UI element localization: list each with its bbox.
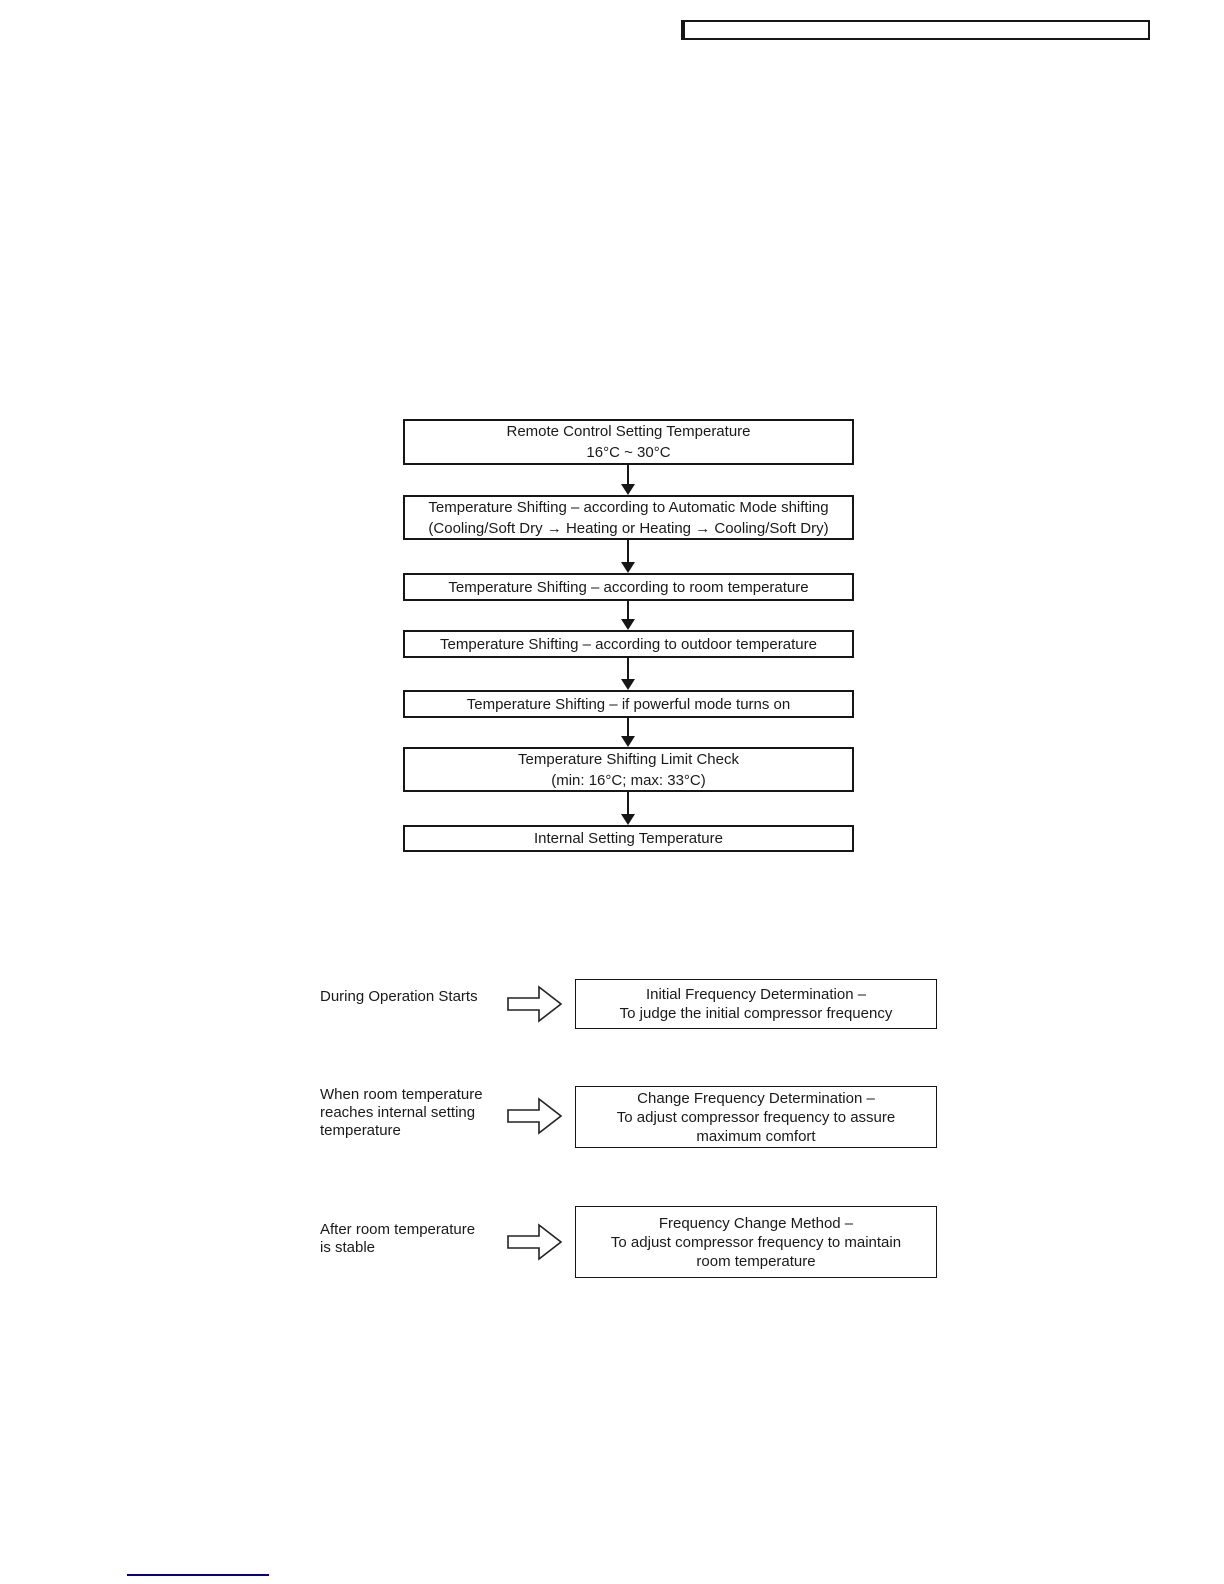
flowchart-box-shifting-limit-check: Temperature Shifting Limit Check (min: 1… xyxy=(403,747,854,792)
footer-link-underline[interactable] xyxy=(127,1574,269,1576)
right-block-arrow-icon xyxy=(507,1222,563,1262)
frequency-row-label: When room temperature reaches internal s… xyxy=(320,1086,483,1139)
down-arrow-icon xyxy=(621,658,635,690)
flowchart-box-outdoor-temperature-shifting: Temperature Shifting – according to outd… xyxy=(403,630,854,658)
header-title-box xyxy=(681,20,1150,40)
frequency-row-label: After room temperature is stable xyxy=(320,1221,476,1256)
flowchart-box-remote-control-setting: Remote Control Setting Temperature 16°C … xyxy=(403,419,854,465)
flowchart-box-auto-mode-shifting: Temperature Shifting – according to Auto… xyxy=(403,495,854,540)
down-arrow-icon xyxy=(621,465,635,495)
down-arrow-icon xyxy=(621,540,635,573)
down-arrow-icon xyxy=(621,601,635,630)
flowchart-box-powerful-mode-shifting: Temperature Shifting – if powerful mode … xyxy=(403,690,854,718)
down-arrow-icon xyxy=(621,792,635,825)
frequency-row-box-initial-frequency: Initial Frequency Determination – To jud… xyxy=(575,979,937,1029)
flowchart-box-room-temperature-shifting: Temperature Shifting – according to room… xyxy=(403,573,854,601)
frequency-row-box-frequency-change-method: Frequency Change Method – To adjust comp… xyxy=(575,1206,937,1278)
frequency-row-box-change-frequency: Change Frequency Determination – To adju… xyxy=(575,1086,937,1148)
flowchart-box-internal-setting-temperature: Internal Setting Temperature xyxy=(403,825,854,852)
frequency-row-label: During Operation Starts xyxy=(320,988,478,1005)
right-block-arrow-icon xyxy=(507,1096,563,1136)
down-arrow-icon xyxy=(621,718,635,747)
right-block-arrow-icon xyxy=(507,984,563,1024)
